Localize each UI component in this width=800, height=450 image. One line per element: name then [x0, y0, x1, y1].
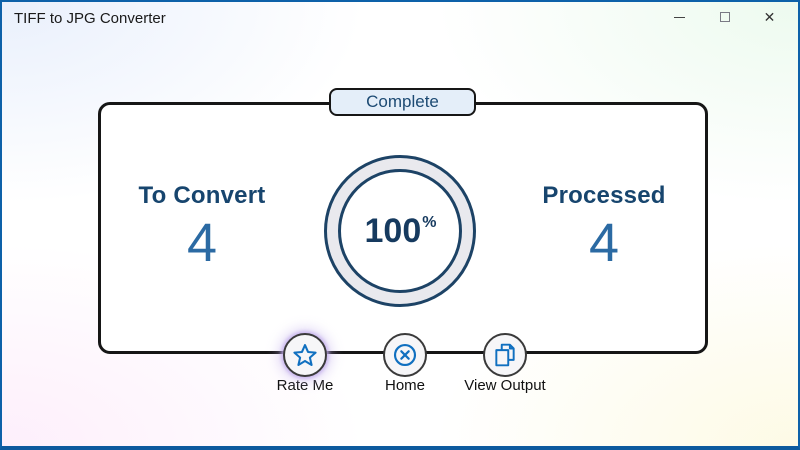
copy-pages-icon: [492, 342, 518, 368]
rate-me-button[interactable]: [283, 333, 327, 377]
progress-ring-inner: 100%: [338, 169, 462, 293]
home-button[interactable]: [383, 333, 427, 377]
view-output-button[interactable]: [483, 333, 527, 377]
processed-stat: Processed 4: [504, 182, 704, 270]
maximize-icon: [719, 12, 730, 22]
minimize-button[interactable]: [657, 2, 702, 32]
window-title: TIFF to JPG Converter: [14, 9, 166, 27]
to-convert-stat: To Convert 4: [102, 182, 302, 270]
home-label: Home: [384, 377, 425, 394]
status-badge: Complete: [329, 88, 476, 116]
circle-x-icon: [392, 342, 418, 368]
percent-sign: %: [422, 214, 437, 232]
maximize-button[interactable]: [702, 2, 747, 32]
title-bar: TIFF to JPG Converter: [2, 2, 798, 34]
rate-me-label: Rate Me: [276, 377, 334, 394]
progress-percent: 100%: [364, 211, 437, 250]
to-convert-label: To Convert: [138, 182, 266, 209]
window-controls: ✕: [657, 2, 792, 34]
close-icon: ✕: [763, 9, 776, 25]
processed-label: Processed: [542, 182, 666, 209]
to-convert-value: 4: [186, 213, 218, 273]
view-output-label: View Output: [464, 377, 546, 394]
minimize-icon: [674, 16, 685, 18]
star-icon: [292, 342, 318, 368]
close-button[interactable]: ✕: [747, 2, 792, 32]
processed-value: 4: [588, 213, 620, 273]
progress-ring: 100%: [324, 155, 476, 307]
